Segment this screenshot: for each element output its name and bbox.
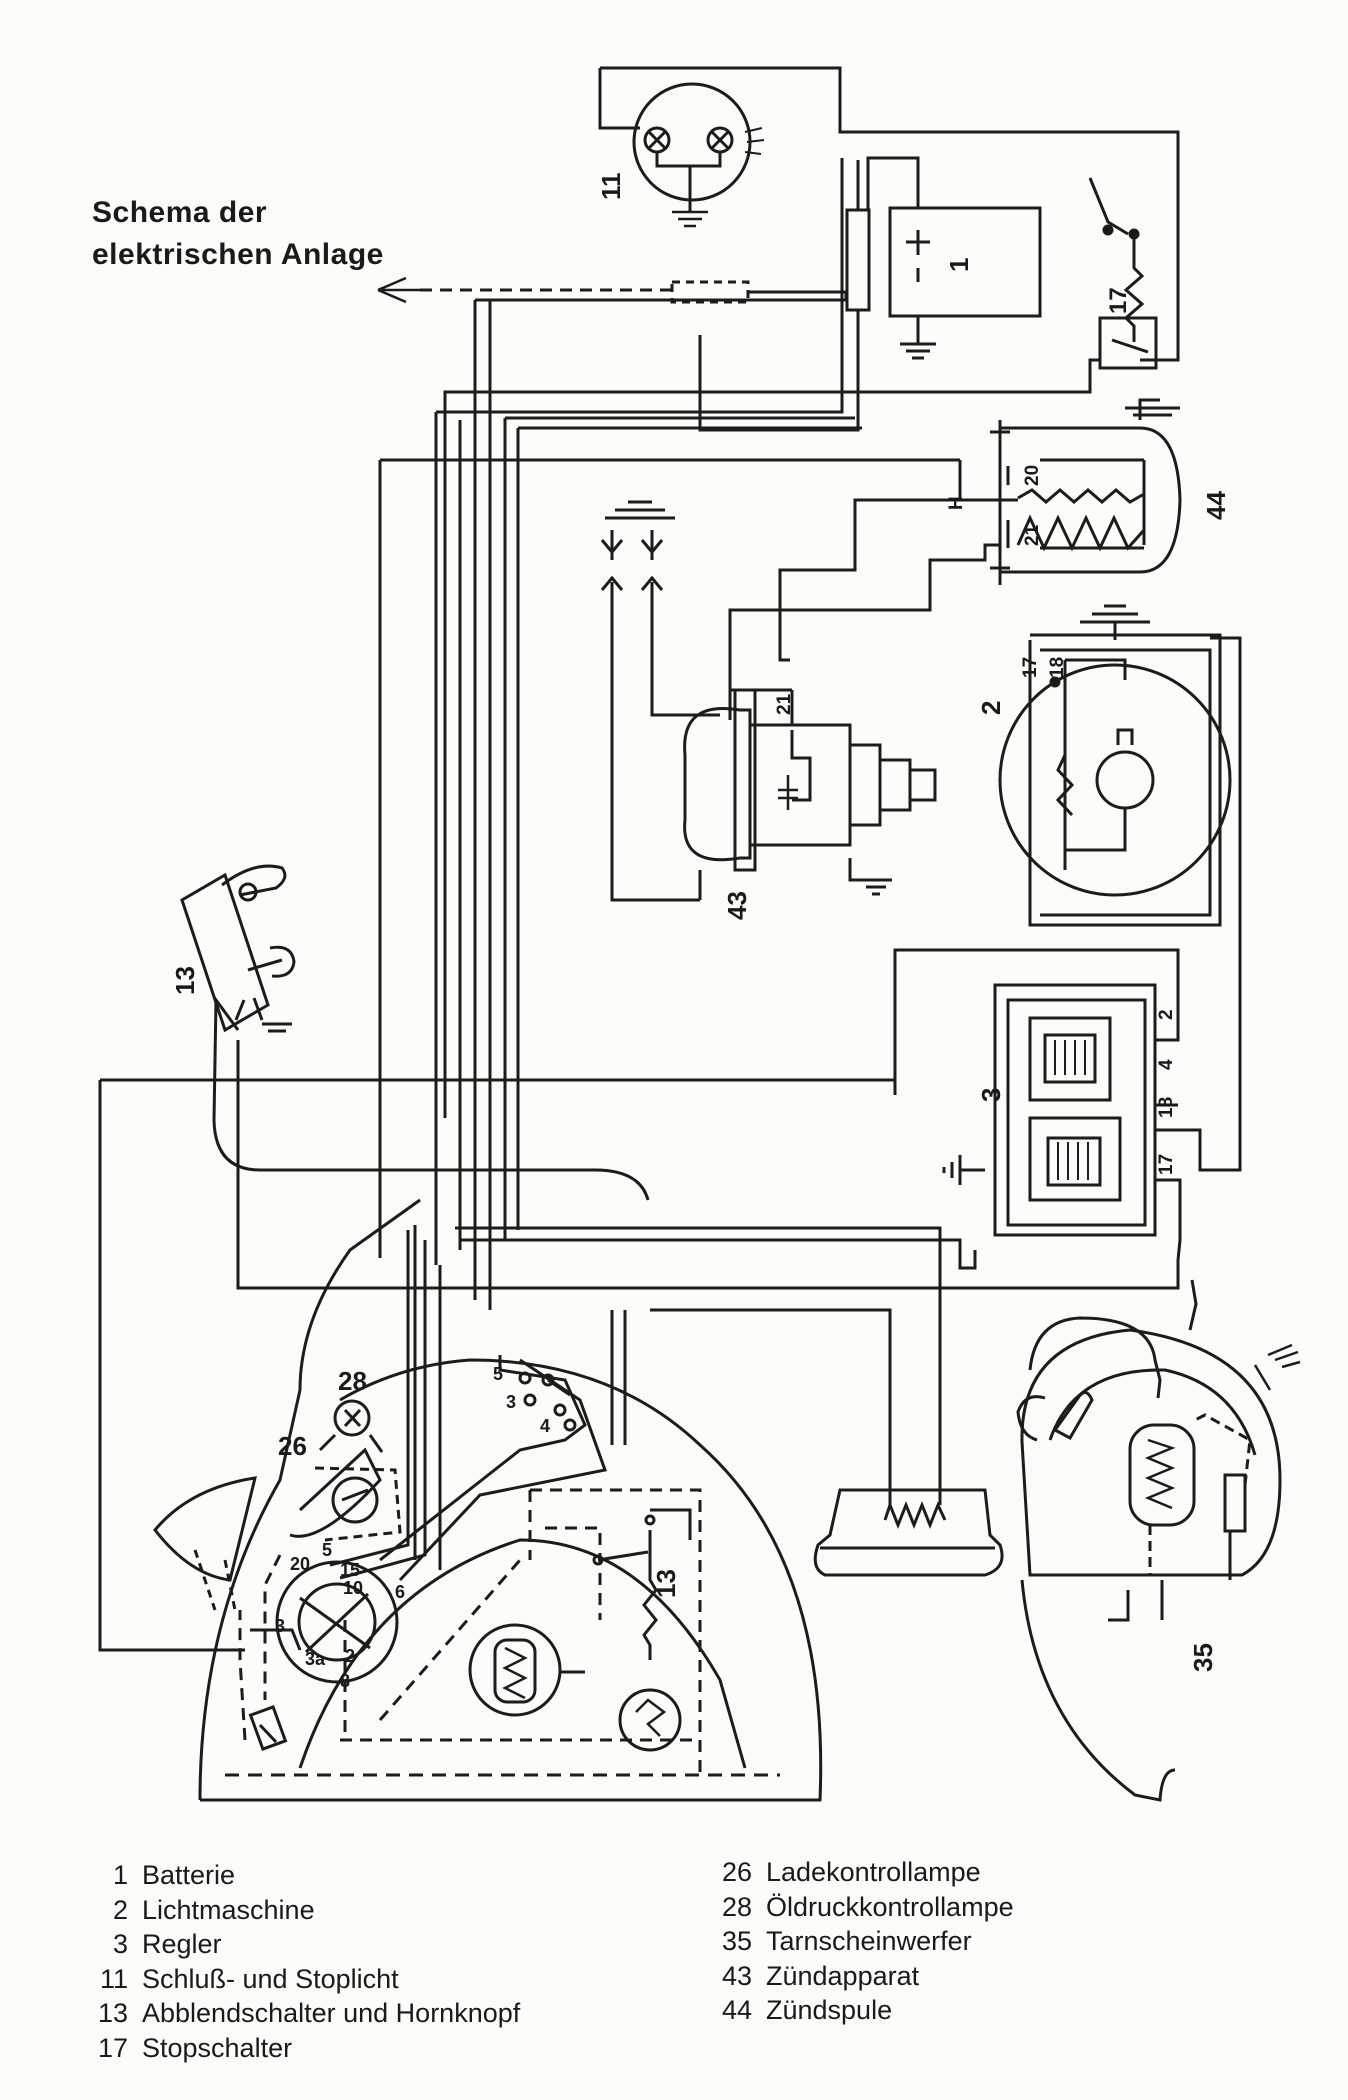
legend-number: 17 (97, 2032, 128, 2063)
legend-number: 3 (112, 1929, 128, 1959)
terminal-lk-6: 6 (395, 1582, 405, 1602)
legend-label: Lichtmaschine (142, 1894, 315, 1925)
legend-label: Batterie (142, 1860, 236, 1890)
legend-label: Tarnscheinwerfer (766, 1926, 972, 1956)
dimmer-inner (592, 1508, 692, 1660)
spark-plug-leads (600, 500, 720, 902)
title-line-1: Schema der (92, 196, 268, 229)
tail-stop-light (598, 66, 1180, 362)
legend-item: 3 Regler (70, 1927, 520, 1962)
horn (813, 1488, 1004, 1577)
component-number-26: 26 (278, 1431, 307, 1461)
terminal-sw-5: 5 (493, 1364, 503, 1384)
component-number-13-handlebar: 13 (170, 966, 200, 995)
legend-label: Zündapparat (766, 1960, 920, 1991)
terminal-44-20: 20 (1022, 465, 1043, 486)
component-number-17: 17 (1105, 287, 1132, 314)
legend-item: 17 Stopschalter (70, 2031, 520, 2066)
legend-item: 26 Ladekontrollampe (700, 1855, 1014, 1890)
legend-label: Regler (142, 1929, 222, 1959)
legend-number: 1 (112, 1860, 128, 1890)
legend-item: 43 Zündapparat (700, 1959, 1014, 1994)
legend-label: Ladekontrollampe (766, 1857, 981, 1887)
terminal-lk-10: 10 (343, 1578, 363, 1598)
terminal-44-21: 21 (1022, 524, 1043, 546)
terminal-lk-2: 2 (345, 1646, 355, 1666)
terminal-2-18: 18 (1047, 657, 1068, 678)
legend-item: 2 Lichtmaschine (70, 1893, 520, 1928)
terminal-sw-3: 3 (506, 1392, 516, 1412)
legend-number: 26 (721, 1857, 752, 1887)
legend-item: 11 Schluß- und Stoplicht (70, 1962, 520, 1997)
terminal-3-18: 18 (1156, 1097, 1177, 1118)
component-number-43: 43 (722, 891, 752, 920)
legend-number: 43 (721, 1960, 752, 1991)
switch-5-3-4 (518, 1371, 577, 1432)
legend-label: Stopschalter (142, 2032, 293, 2063)
dimmer-horn-switch (180, 864, 650, 1201)
generator (998, 604, 1232, 927)
terminal-lk-3: 3 (275, 1616, 285, 1636)
terminal-3-17: 17 (1156, 1154, 1177, 1175)
legend-item: 35 Tarnscheinwerfer (700, 1924, 1014, 1959)
legend-label: Schluß- und Stoplicht (142, 1963, 399, 1994)
legend-label: Zündspule (766, 1995, 893, 2025)
regulator (893, 636, 1242, 1261)
headlamp-bulb (468, 1623, 682, 1752)
legend-label: Öldruckkontrollampe (766, 1891, 1014, 1922)
legend-item: 1 Batterie (70, 1858, 520, 1893)
terminal-2-17: 17 (1020, 657, 1041, 678)
diagram-title: Schema der elektrischen Anlage (92, 192, 384, 276)
terminal-44-H: H (946, 496, 967, 510)
legend-item: 28 Öldruckkontrollampe (700, 1890, 1014, 1925)
terminal-lk-5: 5 (322, 1540, 332, 1560)
component-number-1: 1 (944, 258, 974, 272)
component-number-11: 11 (596, 173, 626, 201)
component-number-35: 35 (1188, 1643, 1218, 1672)
terminal-lk-8: 8 (340, 1671, 350, 1691)
main-harness (378, 158, 960, 1265)
headlamp-housing (198, 1198, 823, 1802)
stop-switch (443, 177, 1158, 1118)
terminal-43-21: 21 (774, 693, 795, 715)
terminal-lk-3a: 3a (305, 1649, 326, 1669)
legend-number: 2 (112, 1894, 128, 1925)
terminal-lk-20: 20 (290, 1554, 310, 1574)
terminal-sw-4: 4 (540, 1416, 550, 1436)
ignition-coil (728, 398, 1182, 720)
harness-outgoing (377, 276, 848, 1310)
title-line-2: elektrischen Anlage (92, 238, 384, 271)
blackout-headlamp (1016, 1279, 1301, 1802)
component-number-13-inner: 13 (651, 1569, 681, 1598)
ignition-distributor (683, 620, 937, 900)
battery (698, 156, 1042, 432)
legend-number: 35 (721, 1926, 752, 1956)
terminal-3-4: 4 (1156, 1059, 1177, 1070)
component-number-28: 28 (338, 1366, 367, 1396)
indicator-window (153, 1476, 257, 1611)
legend-item: 13 Abblendschalter und Hornknopf (70, 1996, 520, 2031)
legend-number: 44 (721, 1995, 752, 2025)
light-switch-block (248, 1447, 402, 1751)
legend-item: 44 Zündspule (700, 1993, 1014, 2028)
legend-number: 11 (99, 1963, 128, 1994)
legend-number: 28 (721, 1891, 752, 1922)
oil-pressure-lamp (318, 1399, 384, 1453)
legend-label: Abblendschalter und Hornknopf (142, 1998, 521, 2028)
switch-wiring (329, 1225, 607, 1582)
terminal-3-2: 2 (1156, 1009, 1177, 1020)
legend-number: 13 (97, 1998, 128, 2028)
legend-left: 1 Batterie 2 Lichtmaschine 3 Regler 11 Schluß- … (70, 1858, 520, 2065)
component-number-3: 3 (976, 1088, 1006, 1102)
component-number-44: 44 (1201, 491, 1231, 520)
chassis-loops (98, 1040, 1180, 1652)
component-number-2: 2 (976, 701, 1006, 715)
